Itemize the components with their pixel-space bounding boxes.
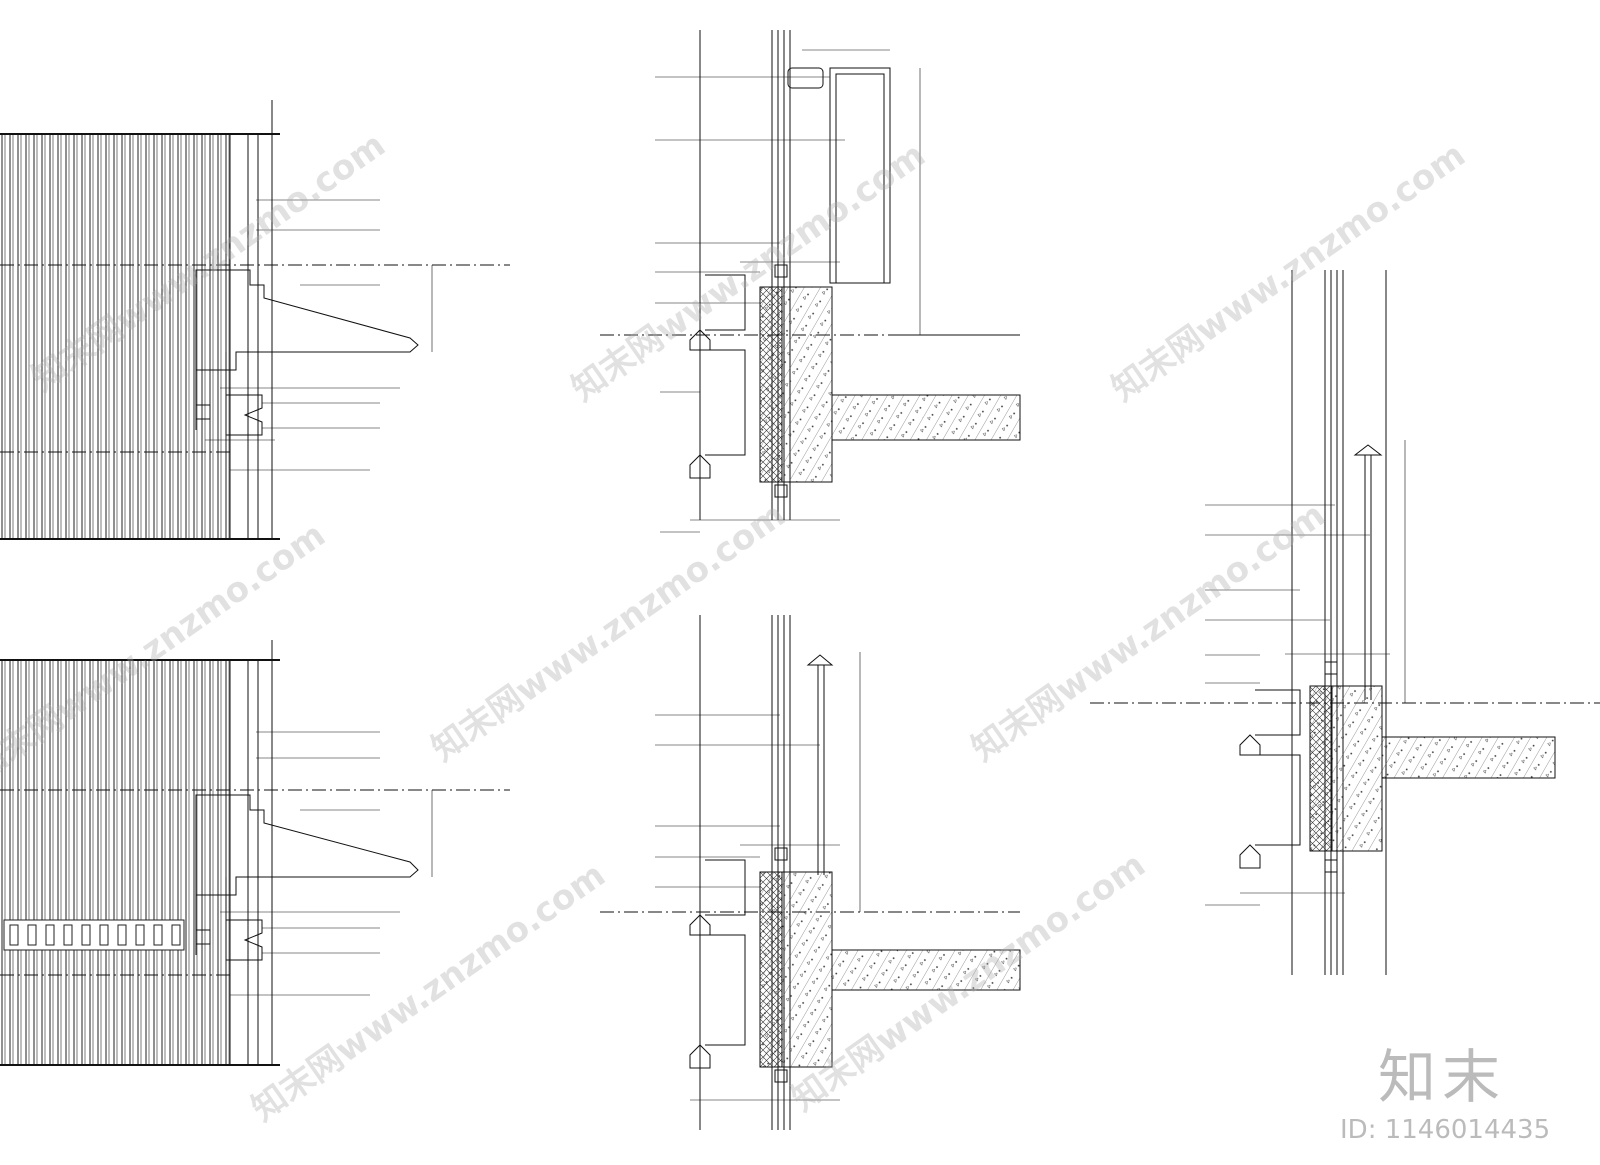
detail-louvre-top	[0, 100, 510, 540]
detail-slab-bottom	[600, 615, 1021, 1130]
detail-slab-top	[600, 30, 1021, 533]
detail-louvre-bottom	[0, 640, 510, 1066]
image-id-label: ID: 1146014435	[1340, 1115, 1551, 1145]
detail-slab-right	[1090, 270, 1600, 975]
brand-logo-text: 知末	[1378, 1043, 1507, 1111]
